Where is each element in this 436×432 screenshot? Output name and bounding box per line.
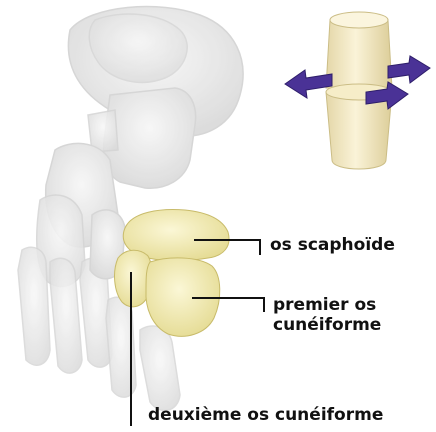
label-first-cuneiform-line2: cunéiforme: [273, 316, 381, 334]
label-scaphoid: os scaphoïde: [270, 236, 395, 254]
arrow-right-upper-icon: [388, 56, 430, 83]
arrow-left-icon: [285, 70, 332, 98]
label-first-cuneiform-line1: premier os: [273, 296, 376, 314]
label-second-cuneiform: deuxième os cunéiforme: [148, 406, 383, 424]
